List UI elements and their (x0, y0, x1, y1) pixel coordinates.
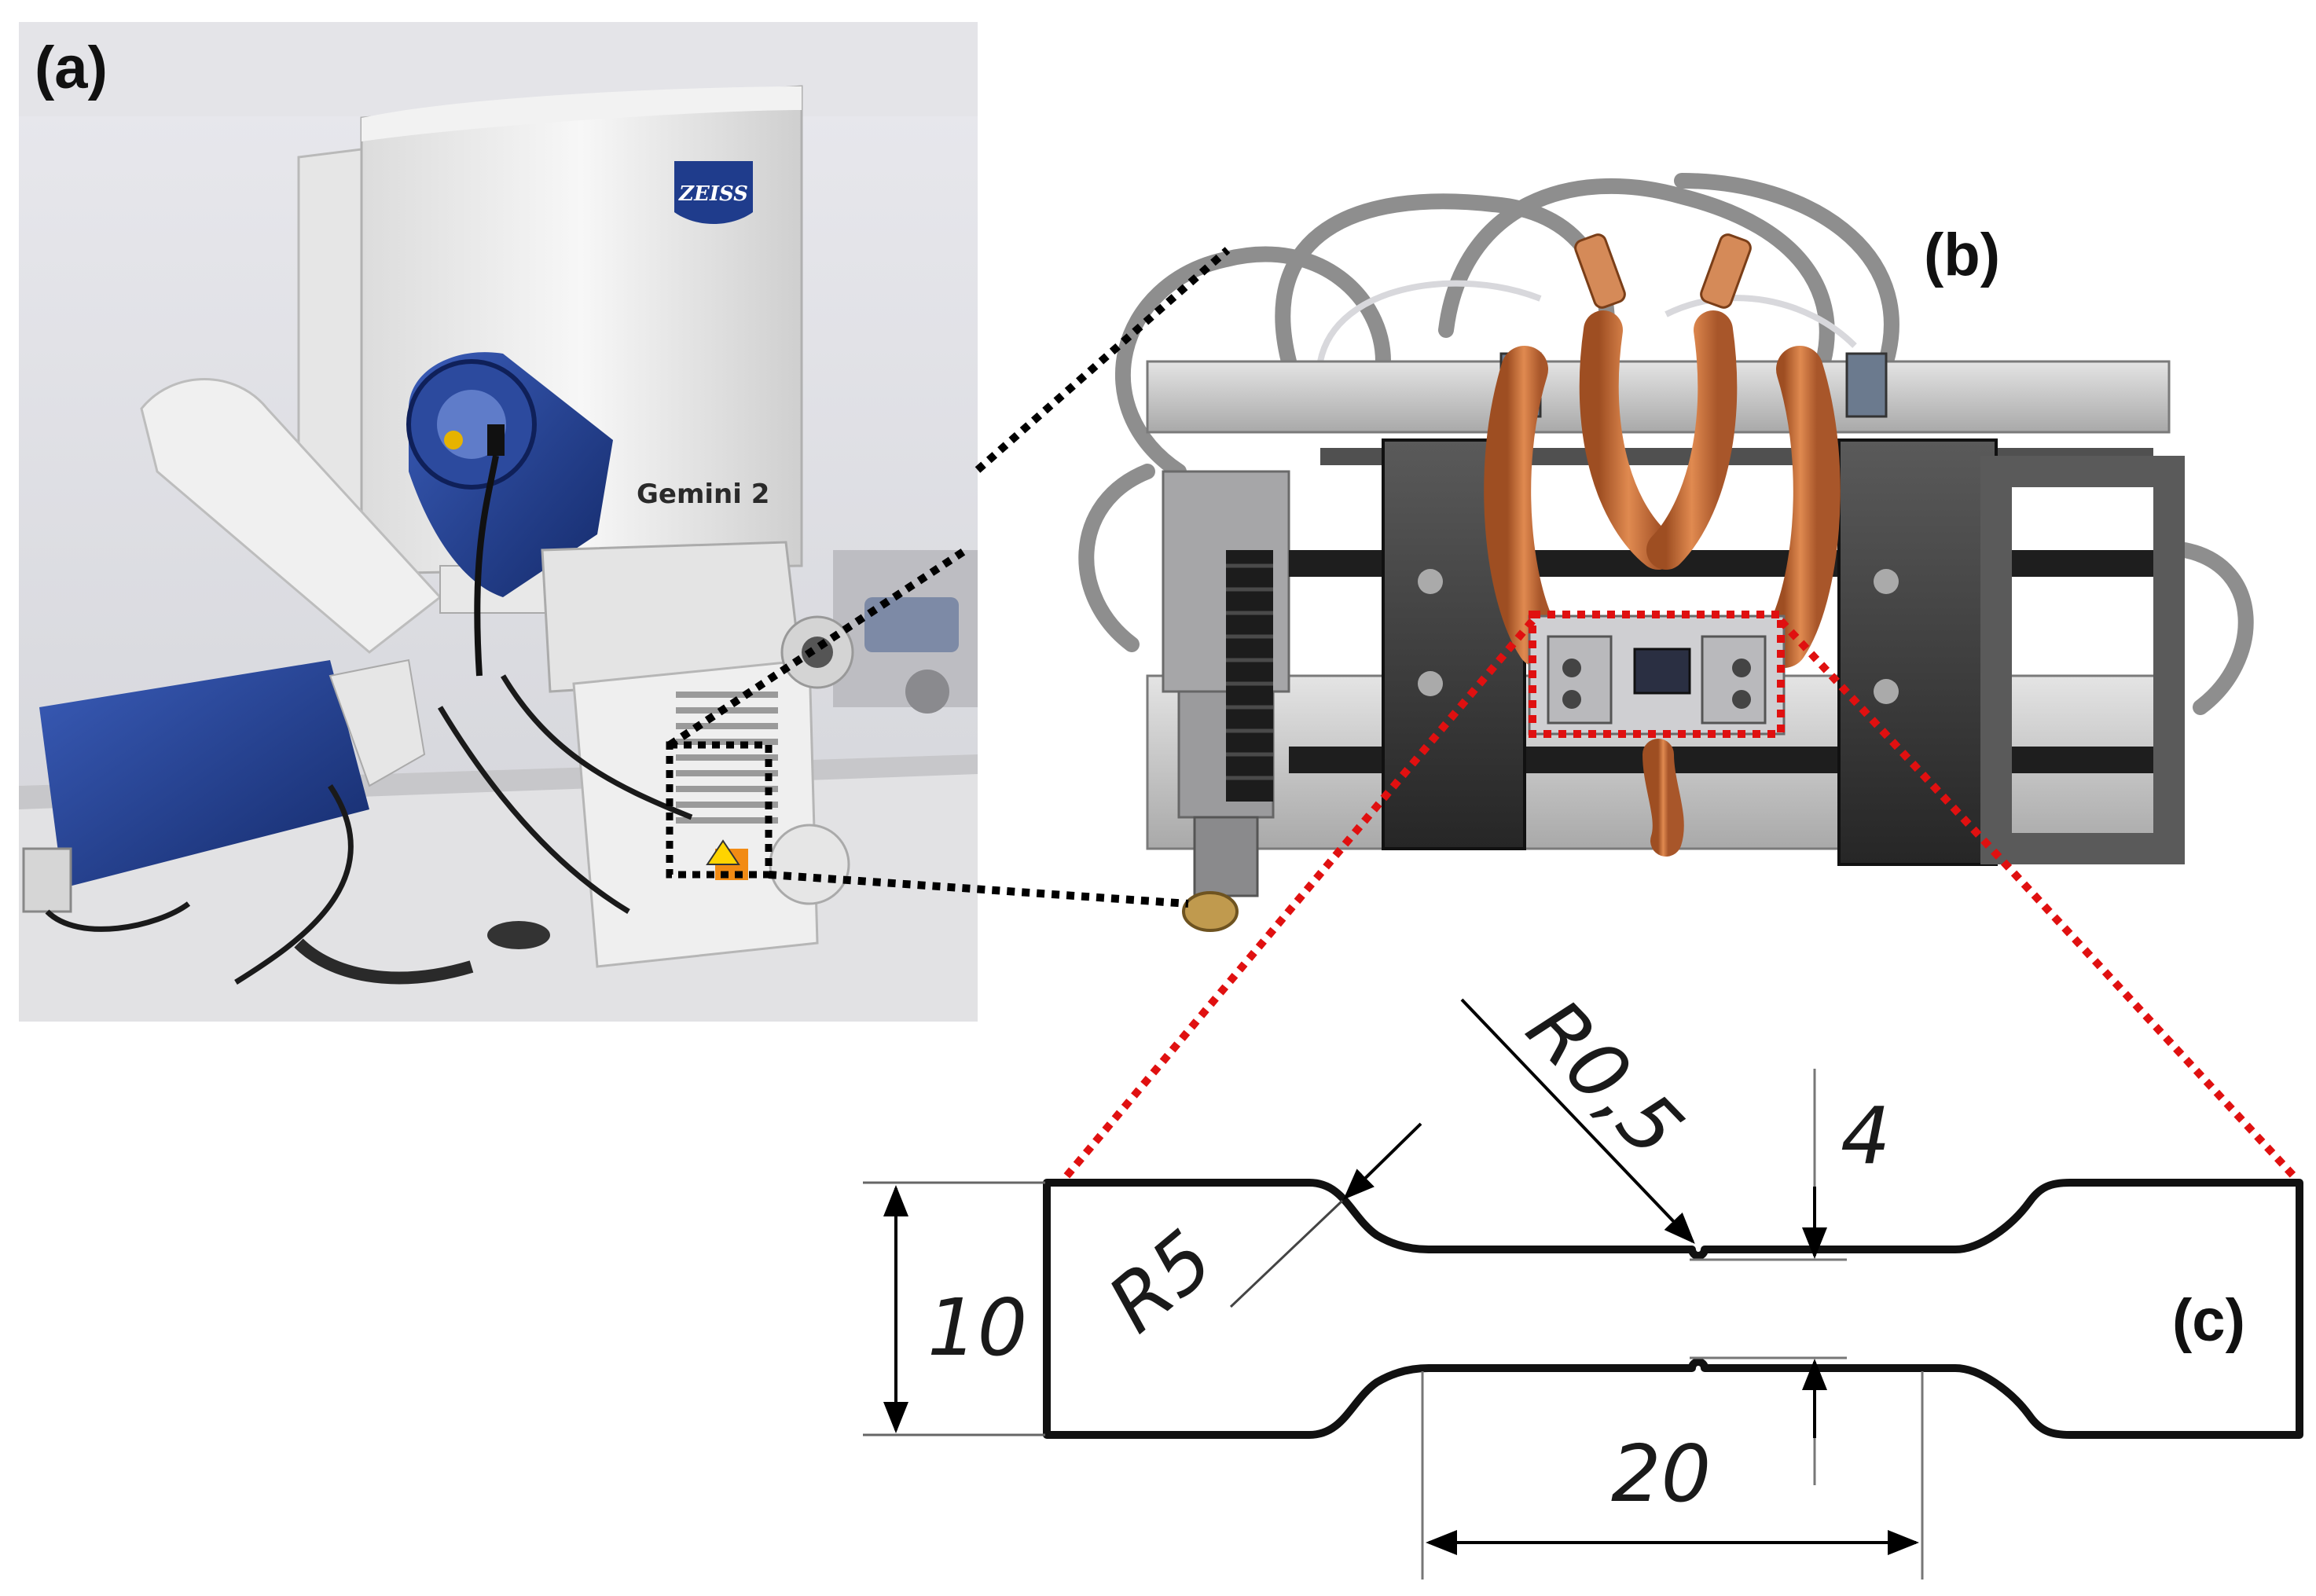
dim-grip-width: 10 (927, 1282, 1027, 1374)
panel-label-b: (b) (1924, 222, 2000, 288)
dim-gauge-length: 20 (1611, 1428, 1711, 1520)
panel-label-c: (c) (2172, 1287, 2245, 1354)
zeiss-logo: ZEISS (674, 161, 753, 224)
gemini-model-label: Gemini 2 (637, 479, 769, 510)
panel-b-photo (1078, 173, 2254, 932)
panel-label-a: (a) (35, 35, 108, 101)
specimen-callout-box (1529, 611, 1785, 738)
blue-detector-top (406, 352, 613, 677)
zeiss-logo-text: ZEISS (678, 182, 748, 206)
panel-c-drawing: R0,5 R5 4 10 20 (863, 981, 2303, 1579)
callout-lines-red (1063, 618, 2298, 1180)
blue-detector-bottom (22, 659, 426, 913)
specimen-outline (1043, 1179, 2303, 1439)
callout-lines-black (667, 247, 1231, 908)
dim-gauge-width: 4 (1841, 1090, 1891, 1182)
dim-fillet-radius: R5 (1091, 1213, 1230, 1350)
sem-chamber (541, 541, 854, 968)
chamber-callout-box (666, 741, 773, 879)
panel-a-photo: ZEISS Gemini 2 (19, 22, 978, 1022)
